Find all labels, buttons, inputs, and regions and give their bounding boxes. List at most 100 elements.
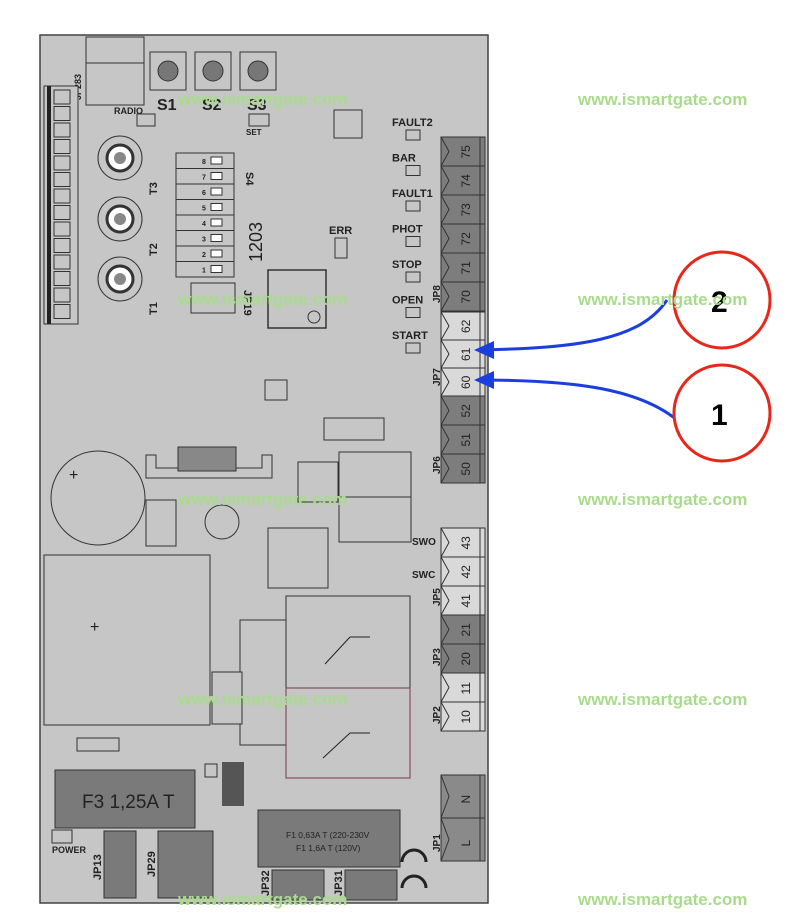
led-fault2 <box>405 129 421 141</box>
terminal-label: 75 <box>459 145 473 159</box>
power-label: POWER <box>52 845 87 855</box>
dip-switch-6[interactable] <box>210 187 223 196</box>
s2-label: S2 <box>202 97 222 114</box>
fuse-f3-label: F3 1,25A T <box>82 792 175 813</box>
watermark: www.ismartgate.com <box>177 690 347 709</box>
terminal-L[interactable]: L <box>440 817 486 862</box>
transformer <box>43 554 211 726</box>
terminal-10[interactable]: 10 <box>440 701 486 732</box>
dip-switch-8[interactable] <box>210 156 223 165</box>
terminal-41[interactable]: 41 <box>440 585 486 616</box>
svg-text:+: + <box>90 619 99 636</box>
s3-label: S3 <box>247 97 267 114</box>
button-s2[interactable]: S2 <box>194 51 232 114</box>
err-led <box>334 237 348 259</box>
t2-label: T2 <box>148 243 160 256</box>
terminal-60[interactable]: 60 <box>440 367 486 397</box>
jp29-header <box>157 830 214 899</box>
watermark: www.ismartgate.com <box>577 690 747 709</box>
callout-circle-1 <box>672 363 772 463</box>
arrow-to-61 <box>477 299 669 352</box>
dip-switch-5[interactable] <box>210 203 223 211</box>
dip-code: 1203 <box>246 222 266 262</box>
terminal-52[interactable]: 52 <box>440 395 486 426</box>
terminal-51[interactable]: 51 <box>440 424 486 455</box>
dip-switch-1[interactable] <box>210 265 223 273</box>
jp3-label: JP3 <box>432 648 443 666</box>
jp283-connector <box>85 36 145 106</box>
terminal-70[interactable]: 70 <box>440 281 486 312</box>
jp1-label: JP1 <box>432 834 443 852</box>
terminal-72[interactable]: 72 <box>440 223 486 254</box>
watermark: www.ismartgate.com <box>577 90 747 109</box>
led-fault1 <box>405 200 421 212</box>
led-phot <box>405 236 421 247</box>
ic-chip <box>333 109 363 139</box>
jp13-label: JP13 <box>92 854 104 880</box>
watermark: www.ismartgate.com <box>577 290 747 309</box>
led-label-open: OPEN <box>392 295 423 307</box>
microcontroller <box>267 269 327 329</box>
led-open <box>405 307 421 318</box>
terminal-20[interactable]: 20 <box>440 643 486 674</box>
terminal-75[interactable]: 75 <box>440 136 486 167</box>
terminal-21[interactable]: 21 <box>440 614 486 645</box>
trimmer-t3[interactable] <box>97 135 143 181</box>
terminal-label: 21 <box>459 623 473 637</box>
terminal-label: 60 <box>459 375 473 389</box>
trimmer-t1[interactable] <box>97 256 143 302</box>
button-s3[interactable]: S3 <box>239 51 277 114</box>
watermark: www.ismartgate.com <box>177 490 347 509</box>
dip-switch-4[interactable] <box>210 218 223 227</box>
radio-label: RADIO <box>114 106 143 116</box>
callout-number-1: 1 <box>711 399 728 432</box>
led-label-bar: BAR <box>392 153 416 165</box>
terminal-61[interactable]: 61 <box>440 339 486 369</box>
terminal-label: 20 <box>459 652 473 666</box>
led-label-fault2: FAULT2 <box>392 117 433 129</box>
callout-circle-2 <box>672 250 772 350</box>
terminal-N[interactable]: N <box>440 774 486 819</box>
terminal-11[interactable]: 11 <box>440 672 486 703</box>
led-stop <box>405 271 421 283</box>
terminal-50[interactable]: 50 <box>440 453 486 484</box>
terminal-62[interactable]: 62 <box>440 311 486 341</box>
trimmer-t2[interactable] <box>97 196 143 242</box>
terminal-74[interactable]: 74 <box>440 165 486 196</box>
jp19-jumper[interactable] <box>190 282 236 314</box>
power-led <box>51 829 73 844</box>
button-s1[interactable]: S1 <box>149 51 187 114</box>
dip-number: 7 <box>202 175 206 182</box>
terminal-43[interactable]: 43 <box>440 527 486 558</box>
s4-label: S4 <box>243 172 255 186</box>
dip-switch-7[interactable] <box>210 172 223 180</box>
t3-label: T3 <box>148 182 160 195</box>
terminal-label: 11 <box>459 682 473 695</box>
arrow-to-60 <box>477 378 678 422</box>
watermark: www.ismartgate.com <box>577 490 747 509</box>
terminal-label: 71 <box>459 261 473 275</box>
terminal-label: 41 <box>459 594 473 608</box>
jp2-label: JP2 <box>432 706 443 724</box>
dip-number: 1 <box>202 268 206 275</box>
dip-number: 5 <box>202 206 206 213</box>
terminal-73[interactable]: 73 <box>440 194 486 225</box>
jp32-header <box>271 869 325 901</box>
dip-switch-3[interactable] <box>210 234 223 242</box>
led-bar <box>405 165 421 176</box>
terminal-71[interactable]: 71 <box>440 252 486 283</box>
fuse-f1 <box>257 809 401 868</box>
dip-switch-2[interactable] <box>210 249 223 258</box>
relay-1 <box>285 595 411 689</box>
set-label: SET <box>246 128 262 137</box>
terminal-label: N <box>459 795 473 804</box>
jp6-label: JP6 <box>432 456 443 474</box>
terminal-label: 52 <box>459 404 473 418</box>
led-label-start: START <box>392 330 428 342</box>
terminal-label: 42 <box>459 565 473 579</box>
svg-text:+: + <box>69 467 78 484</box>
terminal-42[interactable]: 42 <box>440 556 486 587</box>
terminal-label: 62 <box>459 319 473 333</box>
t1-label: T1 <box>148 302 160 315</box>
